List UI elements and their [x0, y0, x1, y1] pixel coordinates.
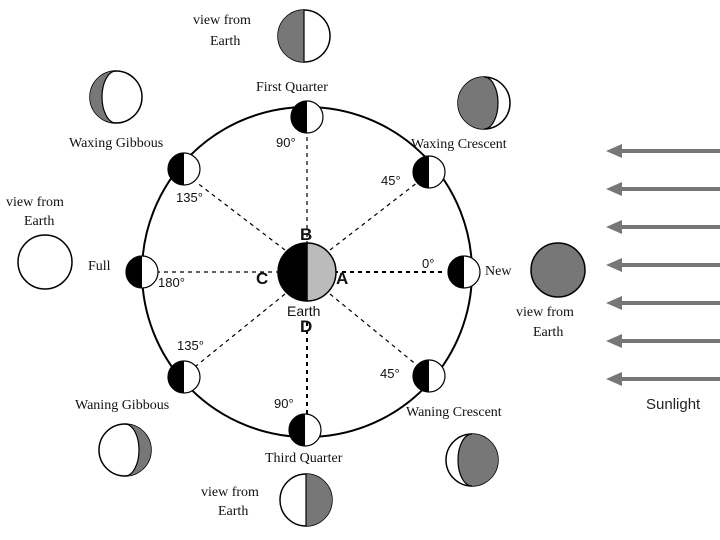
earth-label: Earth: [287, 303, 320, 319]
label-waxing-crescent: Waxing Crescent: [411, 137, 507, 152]
sunlight-arrow: [606, 372, 720, 386]
moon-new: [447, 255, 481, 289]
moon-waning-gibbous: [167, 360, 201, 394]
angle-waxing-crescent: 45°: [381, 173, 401, 188]
label-waning-gibbous: Waning Gibbous: [75, 398, 169, 413]
moon-third-quarter: [288, 413, 322, 447]
moon-first-quarter: [290, 100, 324, 134]
label-full: Full: [88, 259, 111, 274]
angle-lines: [156, 132, 445, 420]
view-label-bottom: view from Earth: [201, 485, 259, 519]
line-waning-crescent: [329, 293, 419, 367]
moon-waxing-gibbous: [167, 152, 201, 186]
label-waxing-gibbous: Waxing Gibbous: [69, 136, 163, 151]
view-waning-gibbous: [98, 423, 152, 477]
angle-full: 180°: [158, 275, 185, 290]
phase-views: [17, 9, 586, 527]
sunlight-arrow: [606, 296, 720, 310]
moon-full: [125, 255, 159, 289]
view-label-left-line2: Earth: [24, 214, 54, 229]
view-label-bottom-line2: Earth: [218, 504, 248, 519]
sunlight-arrow: [606, 144, 720, 158]
view-label-top: view from Earth: [193, 13, 251, 49]
sunlight-arrow: [606, 182, 720, 196]
view-label-left: view from Earth: [6, 195, 64, 229]
view-waning-crescent: [445, 433, 499, 487]
view-label-left-line1: view from: [6, 195, 64, 210]
line-waxing-crescent: [329, 181, 419, 251]
moon-waxing-crescent: [412, 155, 446, 189]
earth-label-b: B: [300, 225, 312, 244]
view-new: [530, 242, 586, 298]
angle-waning-crescent: 45°: [380, 366, 400, 381]
view-label-top-line1: view from: [193, 13, 251, 28]
label-third-quarter: Third Quarter: [265, 451, 343, 466]
sunlight-arrow: [606, 220, 720, 234]
moon-waning-crescent: [412, 359, 446, 393]
label-new: New: [485, 264, 512, 279]
line-waxing-gibbous: [195, 181, 286, 251]
sunlight-label: Sunlight: [646, 396, 701, 413]
view-full: [17, 234, 73, 290]
orbit-moons: [125, 100, 481, 447]
view-waxing-gibbous: [89, 70, 143, 124]
angle-third-quarter: 90°: [274, 396, 294, 411]
sunlight-arrows: [606, 144, 720, 386]
label-waning-crescent: Waning Crescent: [406, 405, 502, 420]
angle-first-quarter: 90°: [276, 135, 296, 150]
sunlight-arrow: [606, 258, 720, 272]
angle-waning-gibbous: 135°: [177, 338, 204, 353]
view-first-quarter: [277, 9, 331, 63]
label-first-quarter: First Quarter: [256, 80, 328, 95]
view-label-top-line2: Earth: [210, 34, 240, 49]
line-waning-gibbous: [195, 293, 286, 367]
view-label-right-line2: Earth: [533, 325, 563, 340]
sunlight-arrow: [606, 334, 720, 348]
view-label-right: view from Earth: [516, 305, 574, 340]
earth: [277, 242, 337, 302]
view-waxing-crescent: [457, 76, 511, 130]
earth-label-d: D: [300, 317, 312, 336]
view-third-quarter: [279, 473, 333, 527]
view-label-right-line1: view from: [516, 305, 574, 320]
earth-label-a: A: [336, 269, 348, 288]
angle-waxing-gibbous: 135°: [176, 190, 203, 205]
view-label-bottom-line1: view from: [201, 485, 259, 500]
angle-new: 0°: [422, 256, 434, 271]
earth-label-c: C: [256, 269, 268, 288]
